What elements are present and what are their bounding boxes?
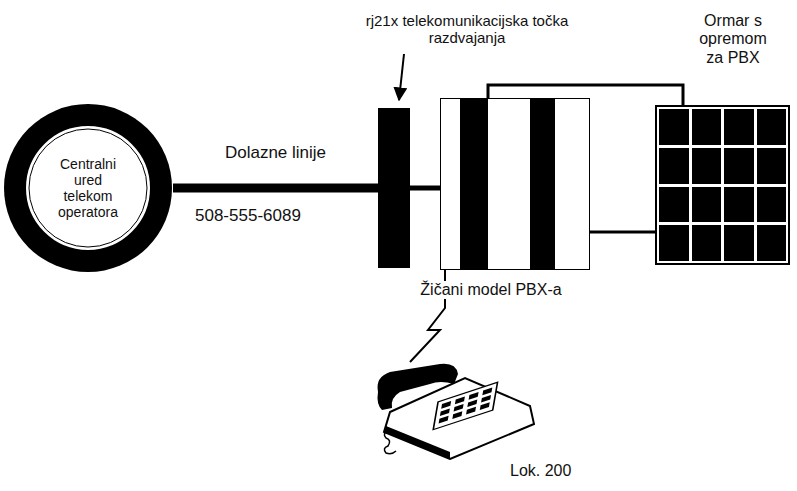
central-office-circle: Centralni ured telekom operatora <box>3 103 173 273</box>
rack-cell <box>757 148 787 184</box>
node-label: Ormar s opremom za PBX <box>693 12 773 67</box>
outer-ring <box>4 104 172 272</box>
leader-arrow <box>399 54 404 100</box>
node-label: Lok. 200 <box>510 462 585 480</box>
rack-cell <box>692 148 722 184</box>
rack-cell <box>659 187 689 223</box>
line-connector <box>590 231 655 234</box>
pbx-wiring-panel: Žičani model PBX-a <box>440 98 590 270</box>
rack-cell <box>659 109 689 145</box>
phone-number: 508-555-6089 <box>195 206 301 226</box>
rack-cell <box>692 109 722 145</box>
keypad <box>433 382 497 429</box>
line-label: Dolazne linije <box>225 143 326 163</box>
rack-cell <box>659 148 689 184</box>
phone-edge <box>384 426 450 459</box>
inner-ring <box>29 129 147 247</box>
rack-cell <box>724 225 754 261</box>
telephone: Lok. 200 <box>370 362 535 460</box>
pbx-cabinet: Ormar s opremom za PBX <box>655 105 790 265</box>
rack-cell <box>724 109 754 145</box>
phone-cord <box>384 430 396 454</box>
rack-cell <box>692 225 722 261</box>
node-label: Centralni ured telekom operatora <box>48 156 128 220</box>
line-connector <box>410 186 440 191</box>
node-label: rj21x telekomunikacijska točka razdvajan… <box>362 12 572 47</box>
rack-cell <box>757 109 787 145</box>
rack-cell <box>757 187 787 223</box>
wiring-stripe <box>530 99 555 269</box>
rack-grid <box>659 109 786 261</box>
demarc-block: rj21x telekomunikacijska točka razdvajan… <box>378 108 410 268</box>
rack-cell <box>757 225 787 261</box>
wiring-stripe <box>460 99 488 269</box>
rack-cell <box>724 148 754 184</box>
node-label: Žičani model PBX-a <box>401 281 581 299</box>
rack-cell <box>724 187 754 223</box>
rack-cell <box>692 187 722 223</box>
inner-disc <box>25 125 151 251</box>
line-connector <box>173 184 378 193</box>
rack-cell <box>659 225 689 261</box>
phone-drawing <box>370 362 535 460</box>
handset <box>378 364 459 410</box>
